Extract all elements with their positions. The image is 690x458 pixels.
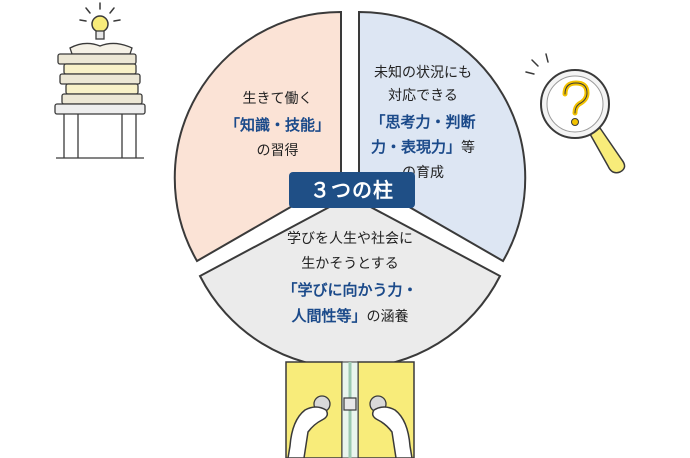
sector-thinking-text: 未知の状況にも 対応できる 「思考力・判断 力・表現力」等 の育成 — [358, 62, 488, 185]
thinking-suffix: 等 — [461, 140, 475, 156]
knowledge-line3: の習得 — [256, 143, 299, 159]
attitude-suffix: の涵養 — [366, 309, 409, 325]
thinking-highlight1: 「思考力・判断 — [370, 113, 476, 131]
knowledge-line1: 生きて働く — [242, 91, 313, 107]
attitude-line2: 生かそうとする — [301, 256, 399, 272]
thinking-highlight2: 力・表現力」 — [370, 138, 461, 156]
attitude-highlight1: 「学びに向かう力・ — [282, 281, 418, 299]
attitude-line1: 学びを人生や社会に — [287, 231, 413, 247]
thinking-line1: 未知の状況にも — [374, 65, 472, 81]
sector-attitude-text: 学びを人生や社会に 生かそうとする 「学びに向かう力・ 人間性等」の涵養 — [270, 228, 430, 329]
sector-knowledge-text: 生きて働く 「知識・技能」 の習得 — [215, 88, 340, 163]
thinking-line2: 対応できる — [388, 88, 458, 104]
center-title-badge: ３つの柱 — [289, 172, 415, 208]
attitude-highlight2: 人間性等」 — [291, 307, 367, 325]
knowledge-highlight: 「知識・技能」 — [224, 116, 330, 134]
